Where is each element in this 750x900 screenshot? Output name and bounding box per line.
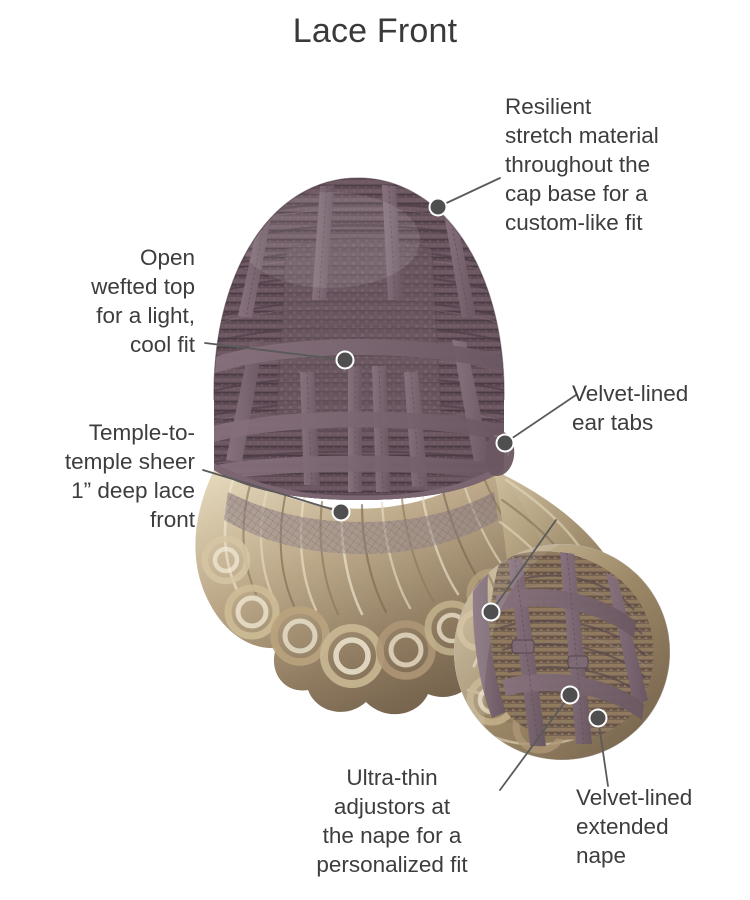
wig-cap-dome: [213, 177, 505, 500]
inset-straps: [472, 552, 648, 746]
callout-ultra-thin-adjustors: Ultra-thin adjustors at the nape for a p…: [316, 765, 468, 877]
nape-detail-inset: [454, 544, 670, 760]
leader-dot-resilient: [428, 197, 448, 217]
leader-line-ear-tabs: [504, 394, 577, 444]
leader-dot-open-wefted: [335, 350, 355, 370]
leader-lines: [202, 177, 609, 791]
hair-mass: [195, 455, 627, 715]
leader-dots: [331, 197, 608, 728]
ear-tab: [486, 429, 515, 476]
lace-front-band: [224, 492, 498, 554]
leader-dot-inset-link: [481, 602, 501, 622]
leader-line-resilient: [437, 177, 501, 208]
page-title: Lace Front: [292, 12, 458, 50]
leader-line-temple: [202, 469, 342, 513]
leader-dot-adjustors: [560, 685, 580, 705]
leader-line-open-wefted: [204, 342, 346, 361]
callout-open-wefted-top: Open wefted top for a light, cool fit: [91, 245, 195, 357]
cap-vertical-straps: [226, 185, 490, 493]
cap-horizontal-straps: [213, 339, 505, 482]
leader-line-adjustors: [499, 694, 571, 791]
leader-dot-ear-tabs: [495, 433, 515, 453]
callout-velvet-lined-extended-nape: Velvet-lined extended nape: [576, 785, 693, 868]
leader-line-nape: [597, 717, 609, 787]
callout-velvet-lined-ear-tabs: Velvet-lined ear tabs: [572, 381, 689, 435]
leader-dot-nape: [588, 708, 608, 728]
callout-temple-to-temple-lace-front: Temple-to- temple sheer 1” deep lace fro…: [64, 420, 195, 532]
leader-line-inset-link: [490, 519, 557, 613]
leader-dot-temple: [331, 502, 351, 522]
callout-resilient-stretch-material: Resilient stretch material throughout th…: [505, 94, 659, 235]
